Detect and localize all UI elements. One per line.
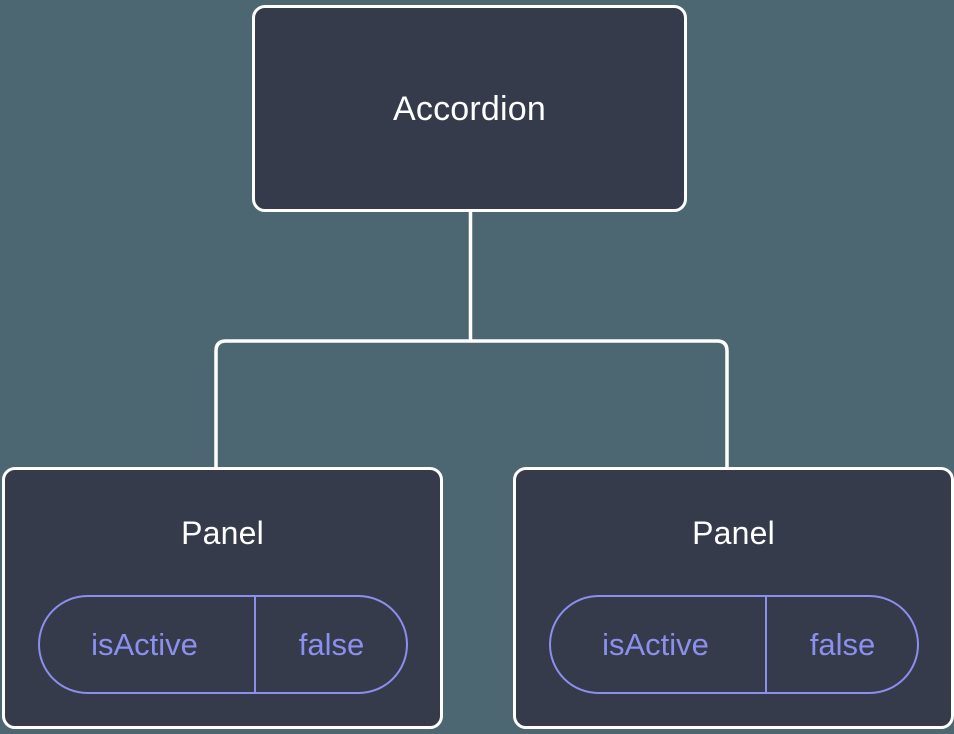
prop-badge-panel-2[interactable]: isActive false — [548, 595, 919, 694]
prop-key-panel-2: isActive — [602, 627, 709, 662]
prop-divider-panel-2 — [764, 597, 767, 692]
node-accordion-label: Accordion — [393, 89, 546, 128]
prop-divider-panel-1 — [253, 597, 256, 692]
node-panel-1[interactable]: Panel isActive false — [2, 467, 443, 729]
prop-value-panel-1: false — [298, 627, 365, 662]
node-panel-2-label: Panel — [692, 515, 775, 551]
edge-accordion-to-panel-1 — [214, 339, 471, 472]
node-accordion[interactable]: Accordion — [252, 5, 687, 212]
prop-key-panel-1: isActive — [91, 627, 198, 662]
prop-badge-panel-1[interactable]: isActive false — [37, 595, 408, 694]
node-panel-2[interactable]: Panel isActive false — [513, 467, 954, 729]
edge-accordion-to-panel-2 — [470, 339, 729, 472]
node-panel-1-label: Panel — [181, 515, 264, 551]
prop-value-panel-2: false — [809, 627, 876, 662]
